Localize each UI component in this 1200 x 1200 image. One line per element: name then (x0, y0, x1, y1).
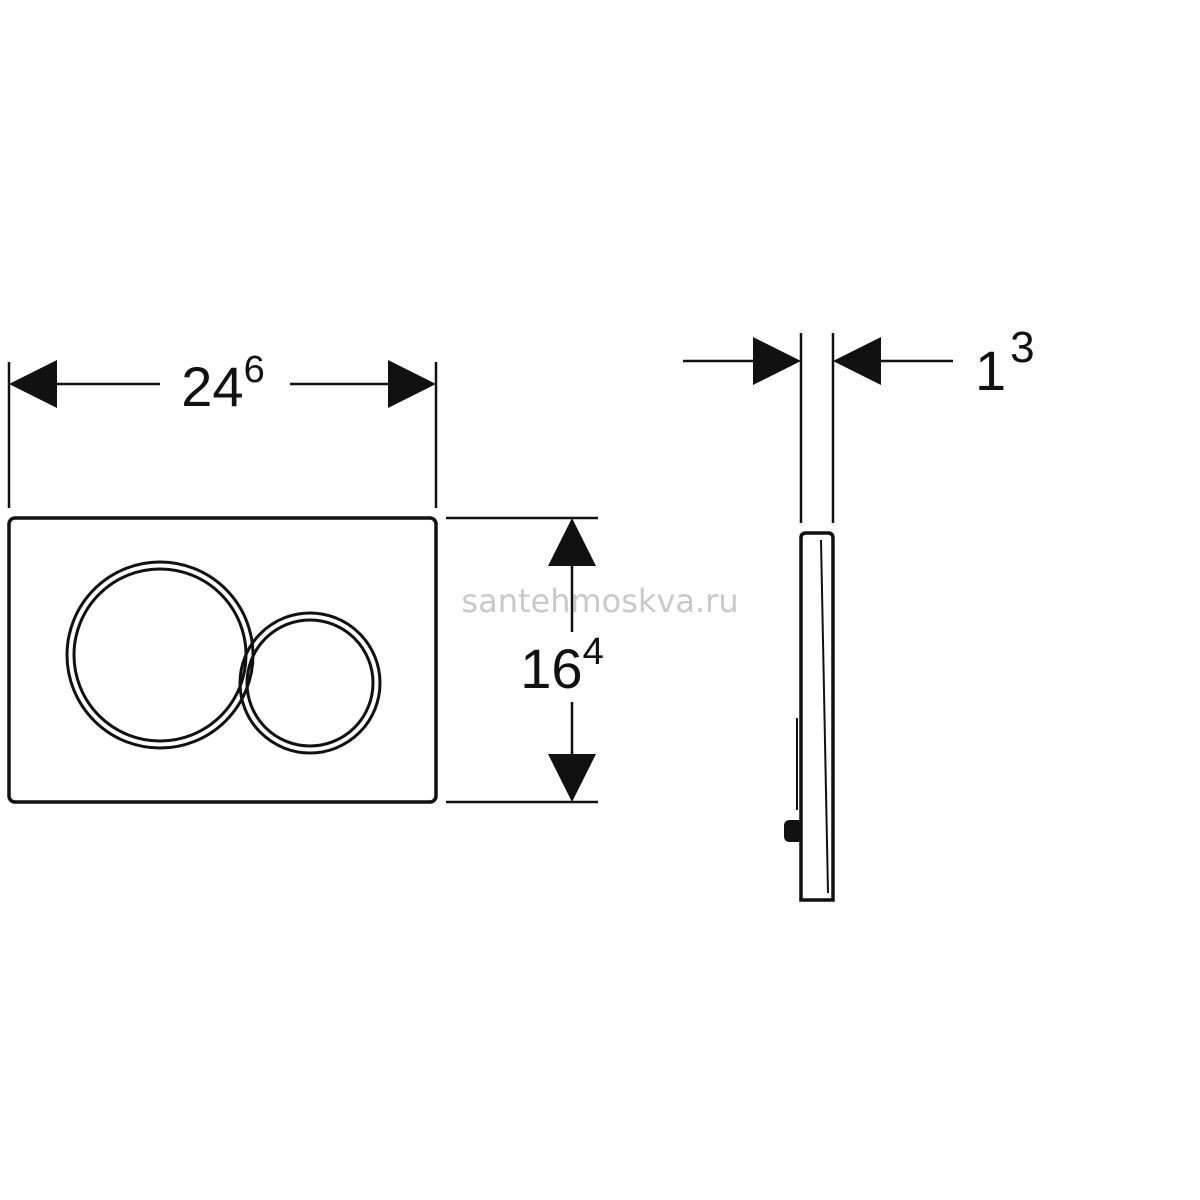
height-superscript: 4 (583, 631, 604, 673)
thickness-dimension: 13 (683, 323, 1035, 523)
width-label: 246 (181, 349, 264, 418)
plate-outline (7, 516, 438, 804)
height-label: 164 (520, 631, 603, 700)
small-flush-button (238, 611, 382, 755)
arrowhead-left (9, 360, 57, 408)
front-view (7, 516, 438, 804)
side-inner-edge (820, 539, 829, 894)
width-value: 24 (181, 355, 243, 418)
width-dimension: 246 (7, 349, 438, 508)
side-profile (799, 531, 835, 902)
watermark: santehmoskva.ru (461, 582, 738, 620)
large-flush-button (65, 560, 255, 750)
thickness-superscript: 3 (1010, 323, 1034, 372)
arrowhead-right (388, 360, 436, 408)
arrowhead-right (753, 337, 801, 385)
arrowhead-left (833, 337, 881, 385)
side-view (784, 531, 835, 902)
thickness-value: 1 (975, 339, 1006, 402)
width-superscript: 6 (244, 349, 265, 391)
mounting-clip (784, 820, 801, 842)
height-dimension: 164 (446, 516, 604, 804)
arrowhead-up (548, 518, 596, 566)
thickness-label: 13 (975, 323, 1035, 402)
arrowhead-down (548, 754, 596, 802)
height-value: 16 (520, 637, 582, 700)
